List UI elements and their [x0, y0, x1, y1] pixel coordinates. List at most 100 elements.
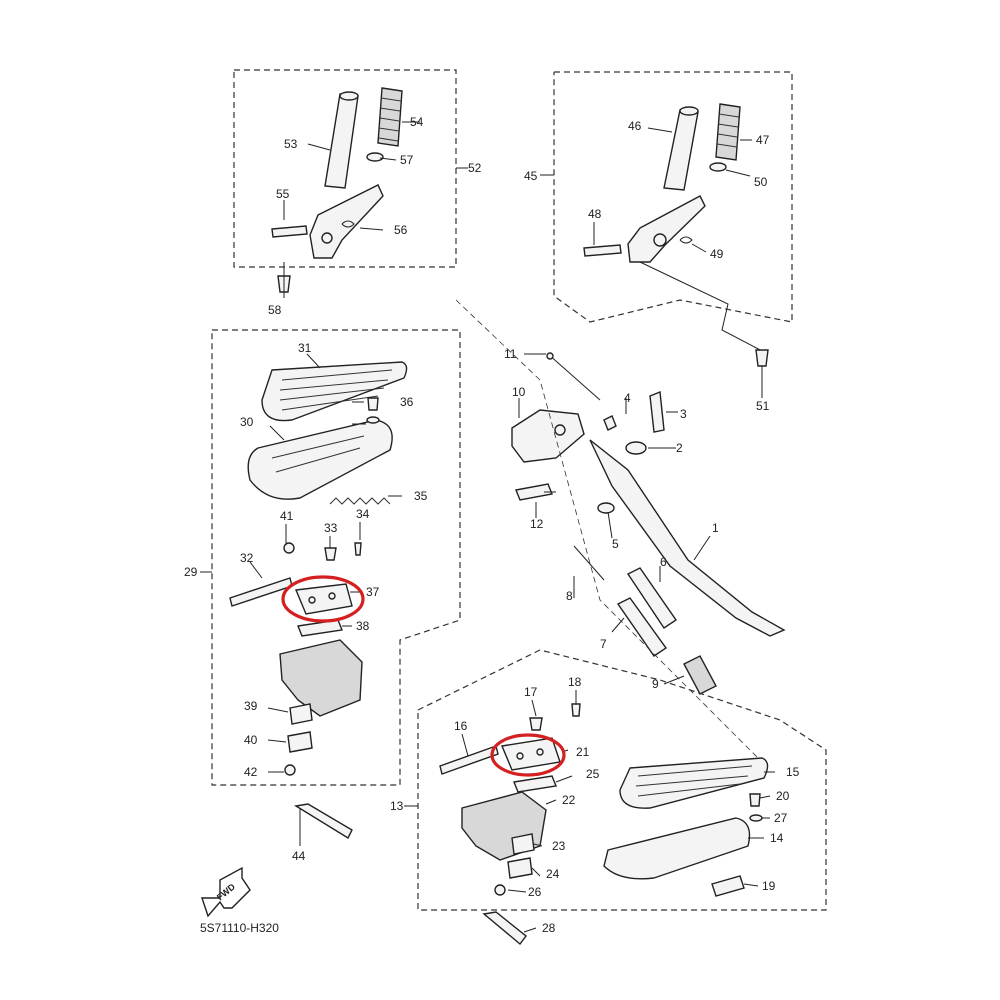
label-part-57: 57 [400, 153, 414, 167]
label-part-24: 24 [546, 867, 560, 881]
label-part-44: 44 [292, 849, 306, 863]
part-18-clip [571, 703, 581, 717]
label-part-26: 26 [528, 885, 542, 899]
part-34-clip [354, 542, 362, 556]
label-part-49: 49 [710, 247, 724, 261]
label-part-1: 1 [712, 521, 719, 535]
group-45-border [553, 71, 793, 323]
part-4-nut [603, 415, 617, 431]
label-part-5: 5 [612, 537, 619, 551]
part-40-plate [287, 731, 313, 753]
label-part-23: 23 [552, 839, 566, 853]
group-13-border [417, 649, 827, 911]
part-25-gasket [513, 775, 557, 793]
part-number-labels: 54 53 57 52 55 56 58 46 47 45 50 48 49 5… [184, 115, 800, 935]
part-51-bolt [755, 349, 769, 367]
part-54-grip [377, 87, 403, 147]
label-part-12: 12 [530, 517, 544, 531]
label-part-3: 3 [680, 407, 687, 421]
part-53-end [339, 91, 359, 101]
label-part-9: 9 [652, 677, 659, 691]
part-44-bolt [294, 803, 353, 839]
label-part-25: 25 [586, 767, 600, 781]
bracket-45-hole [653, 233, 667, 247]
label-part-36: 36 [400, 395, 414, 409]
label-part-40: 40 [244, 733, 258, 747]
part-20-bolt [749, 793, 761, 807]
highlight-part-37 [281, 575, 365, 623]
part-9-cover [683, 655, 717, 695]
figure-code: 5S71110-H320 [200, 921, 279, 935]
label-part-47: 47 [756, 133, 770, 147]
part-46-footpeg [663, 109, 699, 191]
label-part-7: 7 [600, 637, 607, 651]
label-part-15: 15 [786, 765, 800, 779]
part-33-pin [324, 547, 337, 561]
label-part-37: 37 [366, 585, 380, 599]
part-39-plate [289, 703, 313, 725]
part-7-spring [616, 597, 667, 657]
label-part-54: 54 [410, 115, 424, 129]
part-10-bracket [511, 409, 585, 463]
assembly-group-45 [540, 71, 793, 398]
bracket-hole [321, 232, 333, 244]
assembly-group-29 [200, 329, 461, 846]
part-12-bolt [515, 483, 553, 501]
label-part-29: 29 [184, 565, 198, 579]
label-part-46: 46 [628, 119, 642, 133]
part-29-bracket [279, 639, 363, 717]
part-15-rubber-pad [619, 757, 769, 809]
part-11-tie [547, 353, 601, 401]
part-26-nut [494, 884, 506, 896]
highlight-part-21 [490, 733, 566, 777]
label-part-51: 51 [756, 399, 770, 413]
label-part-8: 8 [566, 589, 573, 603]
label-part-28: 28 [542, 921, 556, 935]
part-2-collar [625, 441, 647, 455]
label-part-33: 33 [324, 521, 338, 535]
part-56-clip [341, 220, 355, 228]
part-57-washer [366, 152, 384, 162]
label-part-27: 27 [774, 811, 788, 825]
label-part-31: 31 [298, 341, 312, 355]
label-part-50: 50 [754, 175, 768, 189]
part-6-spring [626, 567, 677, 629]
part-5-washer [597, 502, 615, 514]
label-part-16: 16 [454, 719, 468, 733]
label-part-17: 17 [524, 685, 538, 699]
part-49-clip [679, 236, 693, 244]
label-part-6: 6 [660, 555, 667, 569]
label-part-45: 45 [524, 169, 538, 183]
label-part-56: 56 [394, 223, 408, 237]
label-part-32: 32 [240, 551, 254, 565]
label-part-48: 48 [588, 207, 602, 221]
part-21-plate [501, 737, 561, 771]
part-31-rubber-pad [261, 361, 408, 422]
part-27-washer [749, 814, 763, 822]
label-part-55: 55 [276, 187, 290, 201]
label-part-58: 58 [268, 303, 282, 317]
part-53-footpeg [324, 93, 359, 189]
label-part-13: 13 [390, 799, 404, 813]
part-1-stand [589, 439, 786, 637]
label-part-39: 39 [244, 699, 258, 713]
part-8-hook [573, 545, 605, 581]
part-36-bolt [367, 397, 379, 411]
part-23-plate [511, 833, 535, 855]
part-16-bolt [439, 745, 499, 775]
label-part-38: 38 [356, 619, 370, 633]
label-part-4: 4 [624, 391, 631, 405]
part-14-floorboard [603, 817, 751, 880]
part-48-pin [583, 244, 622, 257]
guide-line [455, 299, 761, 761]
label-part-11: 11 [504, 347, 517, 361]
label-part-52: 52 [468, 161, 482, 175]
part-50-washer [709, 162, 727, 172]
part-42-nut [284, 764, 296, 776]
label-part-34: 34 [356, 507, 370, 521]
label-part-41: 41 [280, 509, 294, 523]
part-28-bolt [482, 911, 527, 946]
part-17-pin [529, 717, 543, 731]
label-part-21: 21 [576, 745, 590, 759]
